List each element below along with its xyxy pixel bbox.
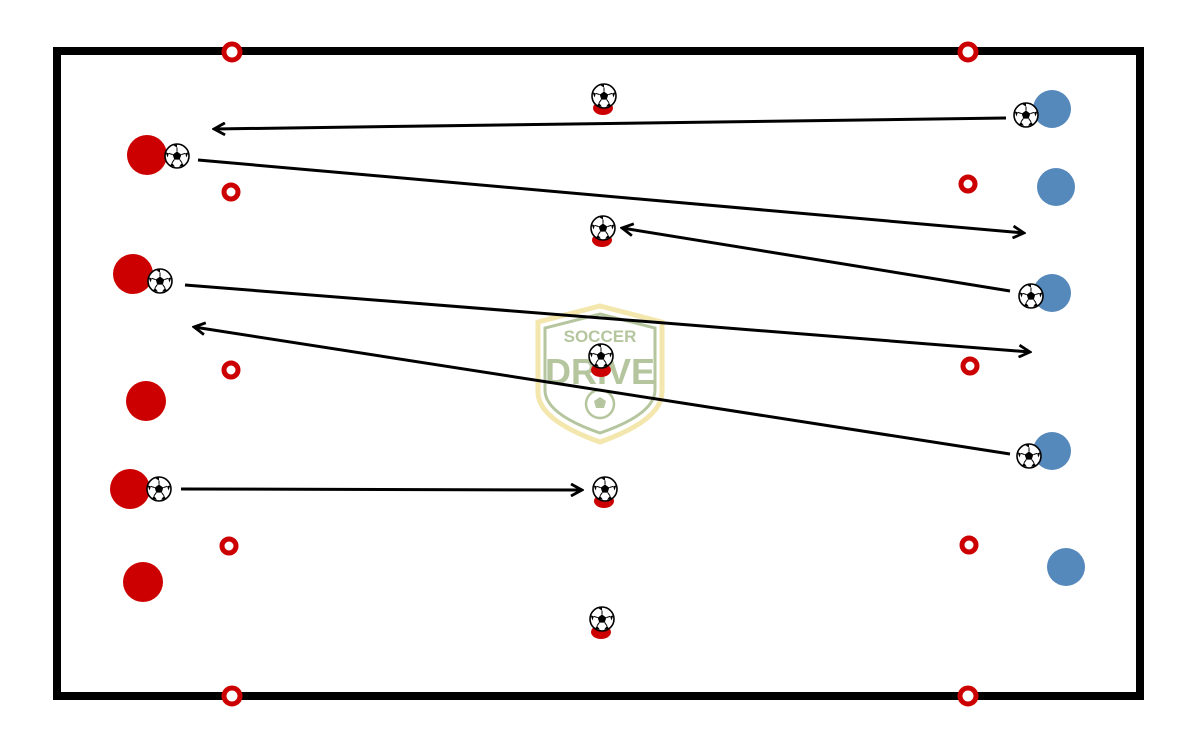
soccer-ball-icon <box>592 476 618 502</box>
boundary-cones <box>221 41 979 707</box>
cone-marker-icon <box>221 360 241 380</box>
red-player-icon <box>110 469 150 509</box>
red-player-icon <box>113 254 153 294</box>
soccer-ball-icon <box>589 606 615 632</box>
cone-marker-icon <box>958 174 978 194</box>
red-player-icon <box>127 135 167 175</box>
pass-arrow-icon <box>184 283 1030 352</box>
red-team <box>110 135 167 602</box>
blue-player-icon <box>1033 432 1071 470</box>
red-player-icon <box>126 381 166 421</box>
soccer-ball-icon <box>588 343 614 369</box>
cone-marker-icon <box>957 41 979 63</box>
blue-player-icon <box>1033 274 1071 312</box>
soccer-ball-icon <box>591 83 617 109</box>
inner-cones <box>219 174 980 556</box>
pass-arrow-icon <box>194 327 1011 456</box>
pass-arrows <box>180 116 1030 490</box>
soccer-ball-icon <box>590 215 616 241</box>
blue-player-icon <box>1047 548 1085 586</box>
soccer-ball-icon <box>164 143 190 169</box>
soccer-ball-icon <box>1018 283 1044 309</box>
cone-marker-icon <box>960 356 980 376</box>
soccer-ball-icon <box>147 268 173 294</box>
blue-player-icon <box>1033 90 1071 128</box>
blue-player-icon <box>1037 168 1075 206</box>
soccer-ball-icon <box>1016 443 1042 469</box>
logo-line1: SOCCER <box>564 327 637 346</box>
pass-arrow-icon <box>622 228 1011 293</box>
blue-team <box>1033 90 1085 586</box>
soccer-ball-icon <box>1013 102 1039 128</box>
cone-marker-icon <box>959 535 979 555</box>
soccer-ball-icon <box>146 476 172 502</box>
red-player-icon <box>123 562 163 602</box>
cone-marker-icon <box>221 41 243 63</box>
cone-marker-icon <box>221 685 243 707</box>
pass-arrow-icon <box>197 158 1024 233</box>
pass-arrow-icon <box>180 489 582 490</box>
pass-arrow-icon <box>214 116 1007 129</box>
cone-marker-icon <box>221 182 241 202</box>
cone-marker-icon <box>957 685 979 707</box>
cone-marker-icon <box>219 536 239 556</box>
